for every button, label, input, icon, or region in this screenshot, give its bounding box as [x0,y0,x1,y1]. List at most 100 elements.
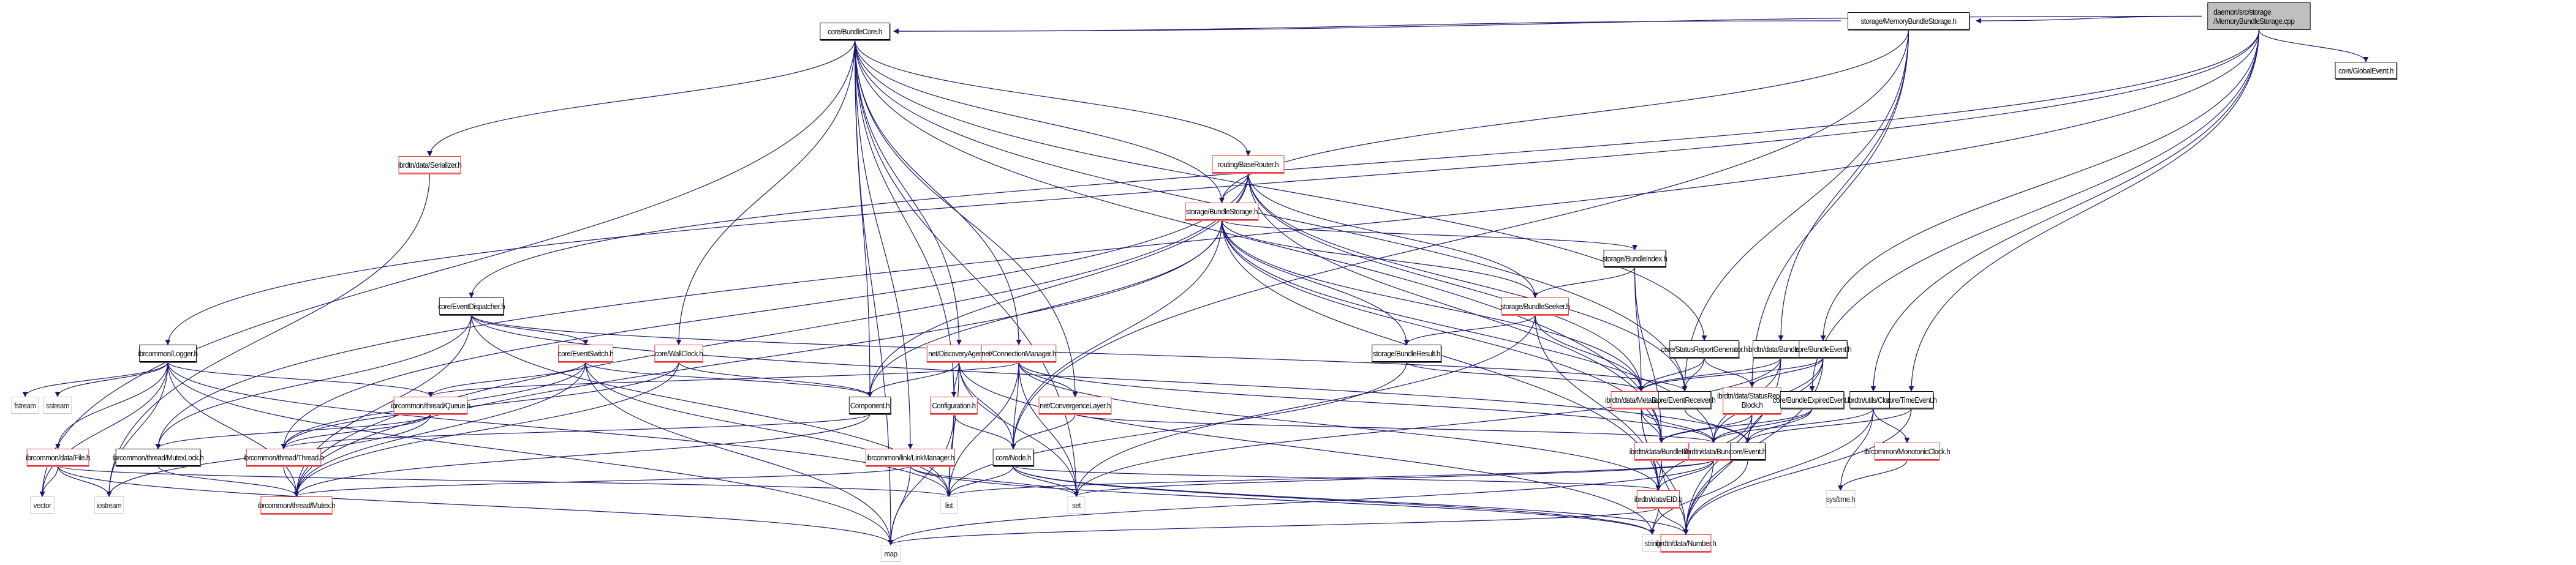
graph-node-bresult[interactable]: storage/BundleResult.h [1372,345,1441,362]
edge-root-to-logger [165,29,2260,345]
edge-bindex-to-bundleid [1634,266,1664,443]
edge-connmgr-to-convlayer [1018,361,1078,397]
graph-node-event[interactable]: core/Event.h [1729,443,1766,460]
edge-thread-to-mutex [283,465,300,497]
edge-wallclock-to-mutex [293,361,679,497]
edge-linkmgr-to-set [910,465,1079,497]
edge-blist-to-set [1073,357,1781,497]
edge-bseeker-to-metabundle [1535,314,1644,392]
graph-node-clock[interactable]: ibrdtn/utils/Clock.h [1848,391,1900,408]
edge-logger-to-map [167,361,894,545]
edge-core-to-discovery [854,39,962,345]
graph-node-bevent[interactable]: core/BundleEvent.h [1795,340,1852,357]
graph-node-sstream[interactable]: sstream [43,397,72,414]
graph-node-list[interactable]: list [940,496,958,514]
edge-wallclock-to-component [678,361,873,397]
edge-mbs-to-srblock [1749,29,1909,387]
edge-core-to-bundleid [854,39,1664,443]
graph-node-mutexlock[interactable]: ibrcommon/thread/MutexLock.h [113,449,204,466]
graph-node-mbs[interactable]: storage/MemoryBundleStorage.h [1848,12,1970,29]
graph-node-root[interactable]: daemon/src/storage /MemoryBundleStorage.… [2207,2,2311,30]
edge-srgen-to-evreceiver [1682,357,1705,392]
edge-core-to-map [854,39,894,545]
graph-node-core[interactable]: core/BundleCore.h [820,23,890,40]
edge-bundle-to-list [946,459,1714,497]
graph-node-bundle[interactable]: ibrdtn/data/Bundle.h [1685,443,1743,460]
graph-node-eid[interactable]: ibrdtn/data/EID.h [1634,490,1683,507]
graph-node-evreceiver[interactable]: core/EventReceiver.h [1654,391,1716,408]
edge-root-to-core [893,15,2202,34]
graph-node-bundleid[interactable]: ibrdtn/data/BundleID.h [1630,443,1694,460]
graph-node-systime[interactable]: sys/time.h [1826,490,1856,507]
edge-file-to-list [57,465,952,497]
graph-node-iostream[interactable]: iostream [94,496,124,514]
edge-clock-to-bundle [1710,408,1874,443]
edge-router-to-bundleid [1247,172,1664,443]
edge-file-to-map [57,465,894,545]
graph-node-evswitch[interactable]: core/EventSwitch.h [558,345,614,362]
edge-core-to-config [854,39,957,397]
edge-logger-to-file [55,361,168,449]
edge-logger-to-fstream [22,361,168,397]
edge-convlayer-to-bundle [1075,413,1717,443]
graph-node-bstorage[interactable]: storage/BundleStorage.h [1185,203,1259,220]
graph-node-serializer[interactable]: ibrdtn/data/Serializer.h [398,156,462,173]
graph-node-file[interactable]: ibrcommon/data/File.h [26,449,90,466]
graph-node-map[interactable]: map [880,545,901,562]
graph-node-string[interactable]: string [1642,534,1663,552]
graph-node-convlayer[interactable]: net/ConvergenceLayer.h [1038,397,1112,414]
edge-wallclock-to-thread [281,361,679,449]
edge-bresult-to-metabundle [1406,361,1644,392]
graph-node-node[interactable]: core/Node.h [992,449,1034,466]
graph-node-vector[interactable]: vector [30,496,55,514]
edge-timeevent-to-event [1745,408,1912,443]
graph-node-fstream[interactable]: fstream [11,397,39,414]
edge-convlayer-to-node [1010,413,1076,449]
edge-bseeker-to-set [1073,314,1536,497]
edge-component-to-thread [281,413,871,449]
graph-node-linkmgr[interactable]: ibrcommon/link/LinkManager.h [866,449,955,466]
edge-mbs-to-core [893,20,1841,34]
edge-core-to-router [854,39,1251,156]
graph-node-discovery[interactable]: net/DiscoveryAgent.h [926,345,992,362]
edge-bundle-to-set [1073,459,1714,497]
edge-evswitch-to-list [585,361,952,497]
edge-bexpired-to-bundle [1710,408,1813,443]
edge-connmgr-to-bundle [1018,361,1717,443]
edge-monoclock-to-systime [1838,459,1908,491]
edge-blist-to-metabundle [1638,357,1781,392]
graph-node-router[interactable]: routing/BaseRouter.h [1212,155,1285,173]
edge-event-to-string [1649,459,1748,535]
graph-node-dispatcher[interactable]: core/EventDispatcher.h [438,297,505,315]
graph-node-thread[interactable]: ibrcommon/thread/Thread.h [244,449,324,466]
graph-node-srgen[interactable]: core/StatusReportGenerator.h [1661,340,1748,357]
graph-node-logger[interactable]: ibrcommon/Logger.h [138,345,198,362]
graph-node-number[interactable]: ibrdtn/data/Number.h [1656,534,1717,552]
graph-node-monoclock[interactable]: ibrcommon/MonotonicClock.h [1864,443,1951,460]
edge-core-to-bstorage [854,39,1225,203]
graph-node-globalevent[interactable]: core/GlobalEvent.h [2335,62,2397,79]
graph-node-bexpired[interactable]: core/BundleExpiredEvent.h [1773,391,1852,408]
graph-node-bseeker[interactable]: storage/BundleSeeker.h [1500,297,1570,315]
edge-bstorage-to-bindex [1221,219,1637,250]
edge-node-to-list [946,465,1014,497]
edge-bevent-to-metabundle [1638,357,1824,392]
graph-node-wallclock[interactable]: core/WallClock.h [654,345,703,362]
edge-timeevent-to-number [1683,408,1912,535]
edge-discovery-to-component [867,361,960,397]
graph-node-srblock[interactable]: ibrdtn/data/StatusReport Block.h [1717,387,1787,414]
graph-node-queue[interactable]: ibrcommon/thread/Queue.h [391,397,470,414]
edge-mbs-to-node [1010,29,1909,449]
graph-node-set[interactable]: set [1067,496,1086,514]
edge-bexpired-to-event [1745,408,1813,443]
edge-linkmgr-to-map [888,465,911,545]
graph-node-mutex[interactable]: ibrcommon/thread/Mutex.h [258,496,336,514]
graph-node-bindex[interactable]: storage/BundleIndex.h [1603,250,1668,267]
graph-node-connmgr[interactable]: net/ConnectionManager.h [981,345,1056,362]
graph-node-timeevent[interactable]: core/TimeEvent.h [1886,391,1937,408]
edge-router-to-bseeker [1247,172,1538,298]
graph-node-component[interactable]: Component.h [848,397,891,414]
edge-connmgr-to-list [946,361,1019,497]
graph-node-config[interactable]: Configuration.h [930,397,978,414]
